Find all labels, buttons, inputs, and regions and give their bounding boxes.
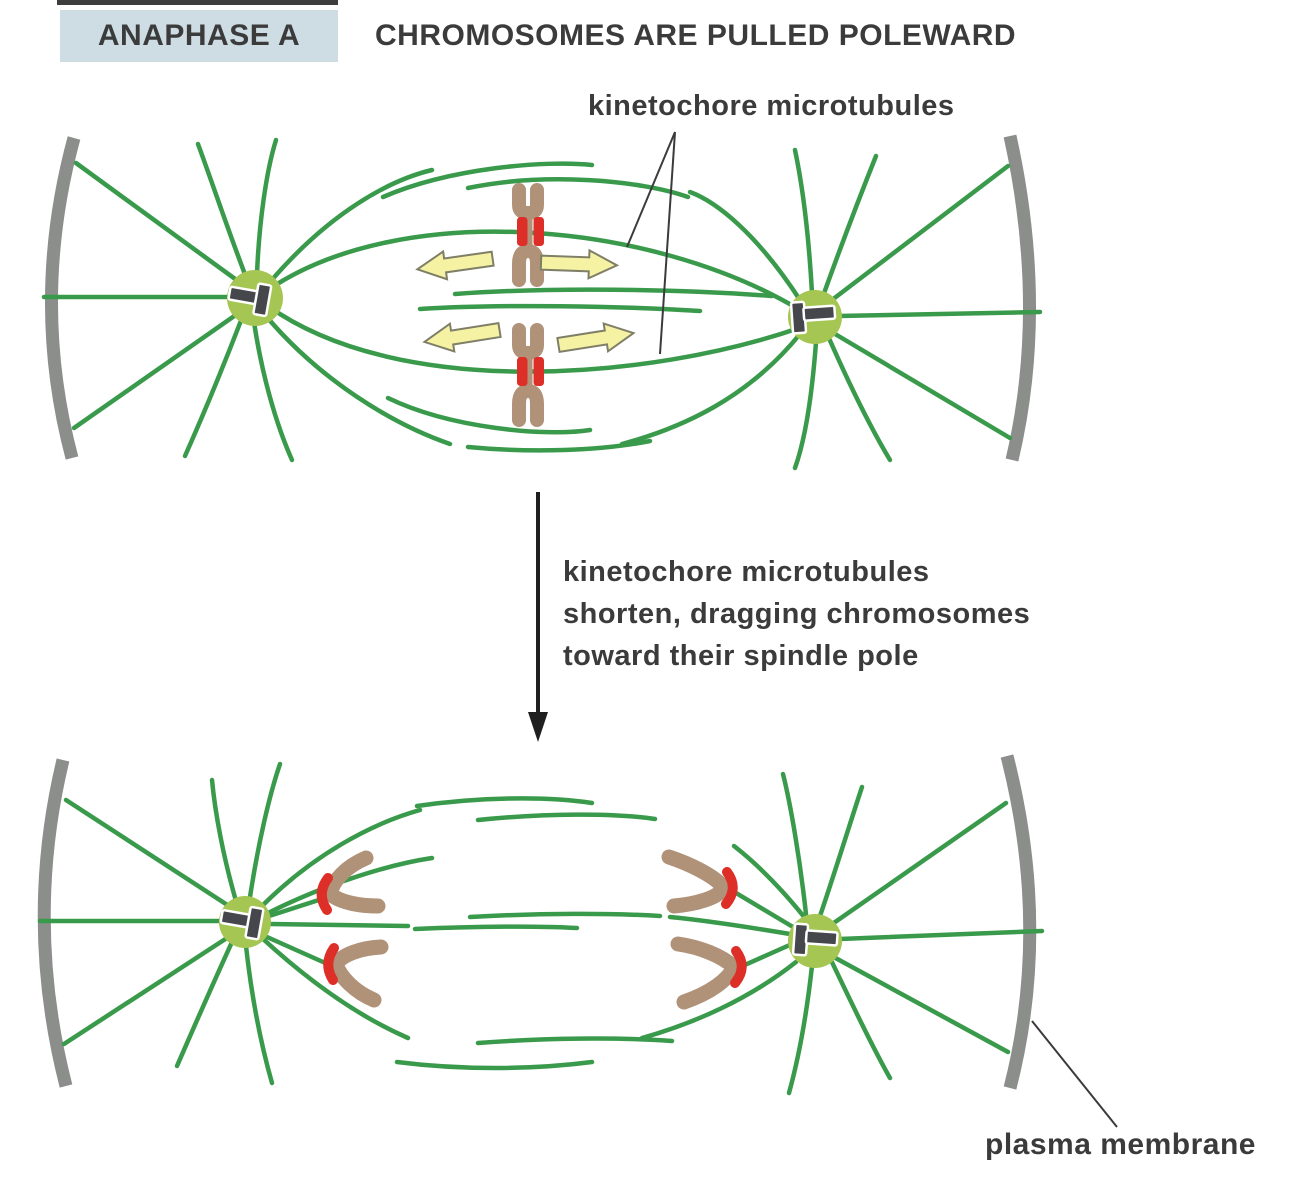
centrosome-top-left (227, 270, 283, 326)
chromosome-bottom-right-2 (670, 936, 747, 1010)
kinetochore (517, 217, 528, 246)
transition-arrow-icon (528, 492, 548, 742)
chromosome-top-2 (512, 323, 544, 427)
kinetochore (533, 217, 544, 246)
centrosome-bottom-left (219, 896, 271, 948)
chromosome-top-1 (512, 183, 544, 287)
astral-microtubules-left (41, 137, 453, 463)
centrosome-top-right (788, 290, 842, 344)
interpolar-microtubules (380, 161, 775, 453)
astral-microtubules-right (619, 147, 1043, 471)
figure-title: CHROMOSOMES ARE PULLED POLEWARD (375, 19, 1017, 52)
poleward-force-arrows (415, 248, 636, 354)
centriole-pair-icon (789, 300, 837, 335)
chromosome-bottom-right-1 (661, 849, 738, 914)
top-crop-artifact (57, 0, 338, 5)
arrow-right-icon (539, 248, 620, 280)
plasma-membrane-top-right (1003, 134, 1037, 462)
transition-caption: kinetochore microtubules shorten, draggi… (563, 556, 1031, 672)
arrow-right-icon (556, 322, 636, 354)
plasma-membrane-bottom-right (1000, 754, 1037, 1090)
kinetochore-microtubules-label: kinetochore microtubules (588, 90, 955, 122)
kinetochore (316, 873, 333, 915)
astral-microtubules-right (639, 771, 1045, 1096)
kinetochore (730, 946, 747, 988)
arrow-left-icon (415, 249, 495, 281)
bottom-spindle-microtubules (37, 761, 1045, 1096)
centriole-pair-icon (791, 922, 839, 957)
kinetochore (533, 357, 544, 386)
kinetochore-label-pointer-lines (626, 131, 676, 355)
kinetochore (517, 357, 528, 386)
anaphase-a-label: ANAPHASE A (60, 10, 338, 62)
kinetochore-microtubule-stubs (263, 887, 796, 971)
interpolar-microtubules (394, 796, 675, 1071)
kinetochore (721, 867, 738, 909)
chromosome-bottom-left-2 (323, 939, 389, 1008)
centriole-pair-icon (227, 282, 273, 318)
kinetochore (323, 943, 339, 985)
centrosome-bottom-right (788, 914, 842, 968)
arrow-left-icon (422, 321, 502, 353)
chromosome-bottom-left-1 (316, 850, 386, 915)
plasma-membrane-pointer-line (1031, 1020, 1118, 1128)
centriole-pair-icon (219, 905, 265, 941)
plasma-membrane-label: plasma membrane (985, 1128, 1256, 1161)
astral-microtubules-left (37, 761, 435, 1086)
